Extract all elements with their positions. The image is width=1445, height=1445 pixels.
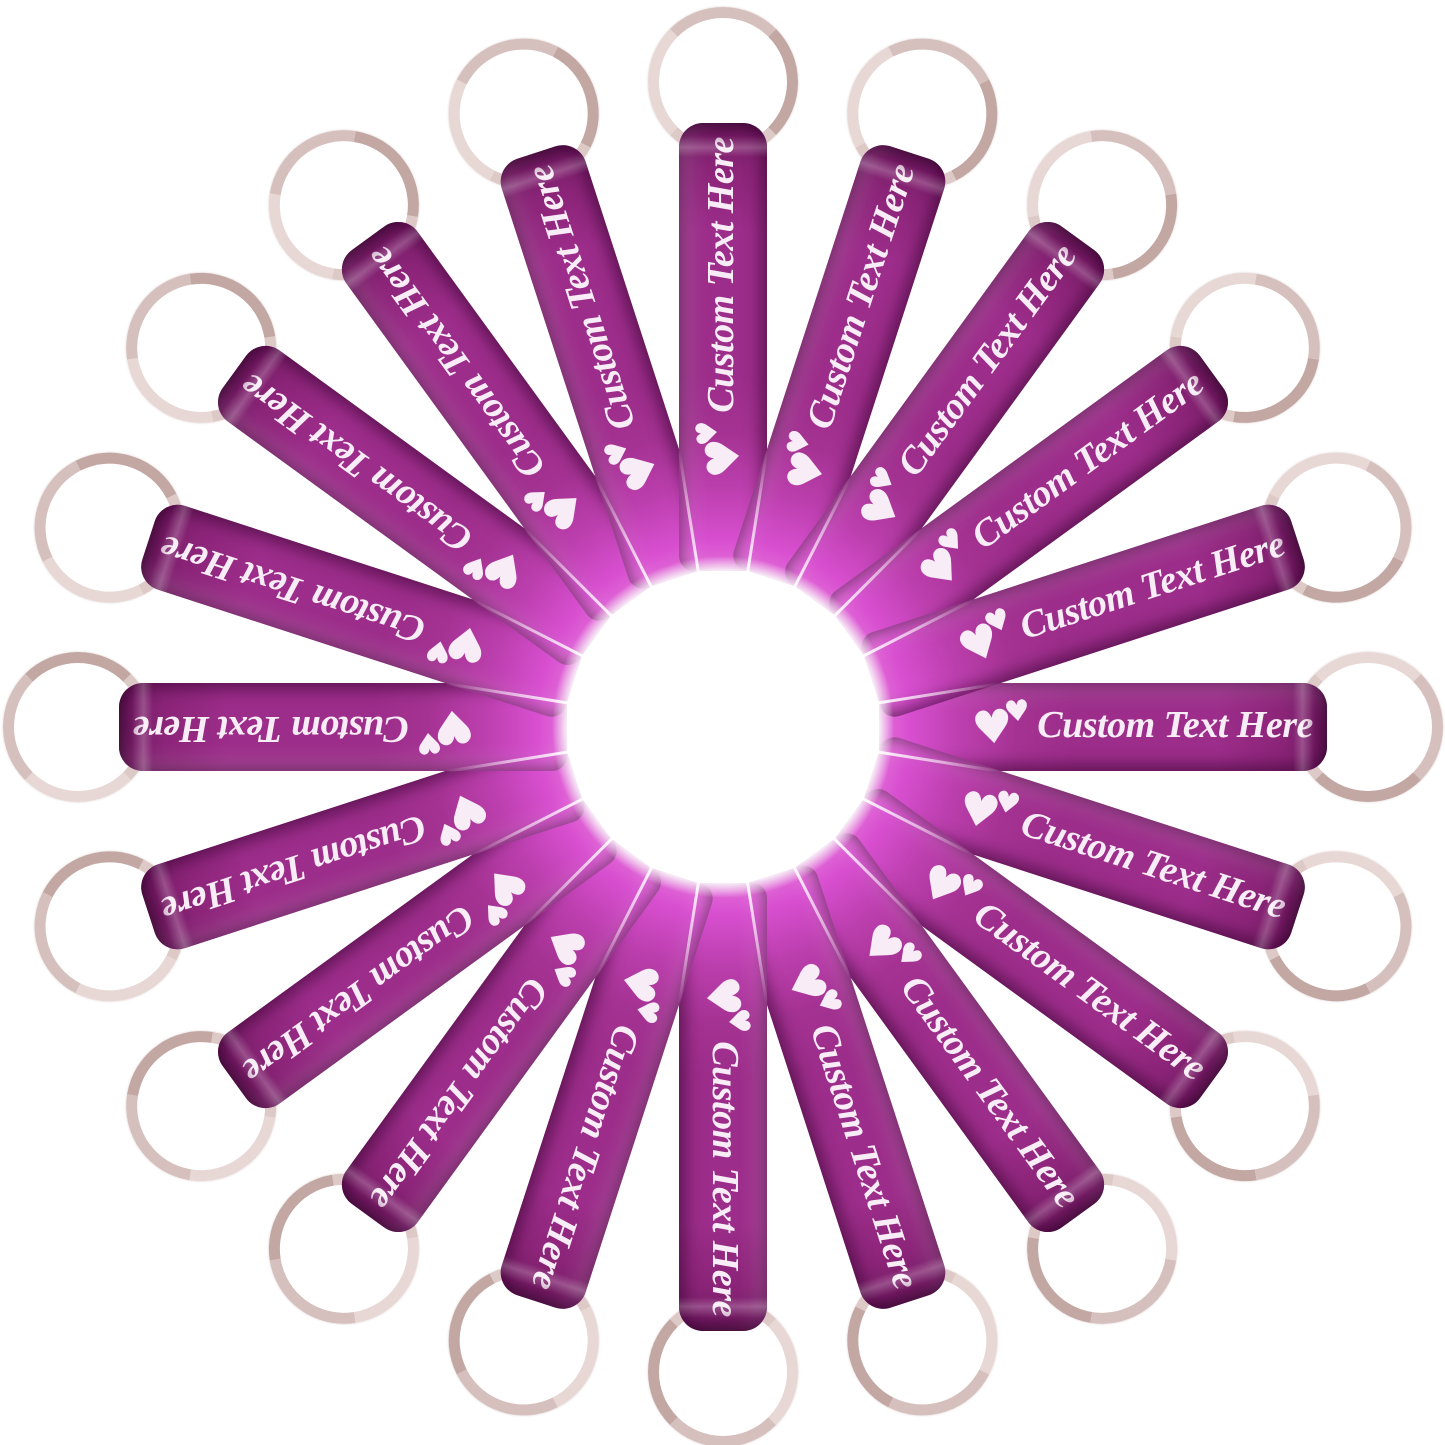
center-hole xyxy=(551,555,895,899)
strap-custom-text: Custom Text Here xyxy=(1037,704,1313,746)
